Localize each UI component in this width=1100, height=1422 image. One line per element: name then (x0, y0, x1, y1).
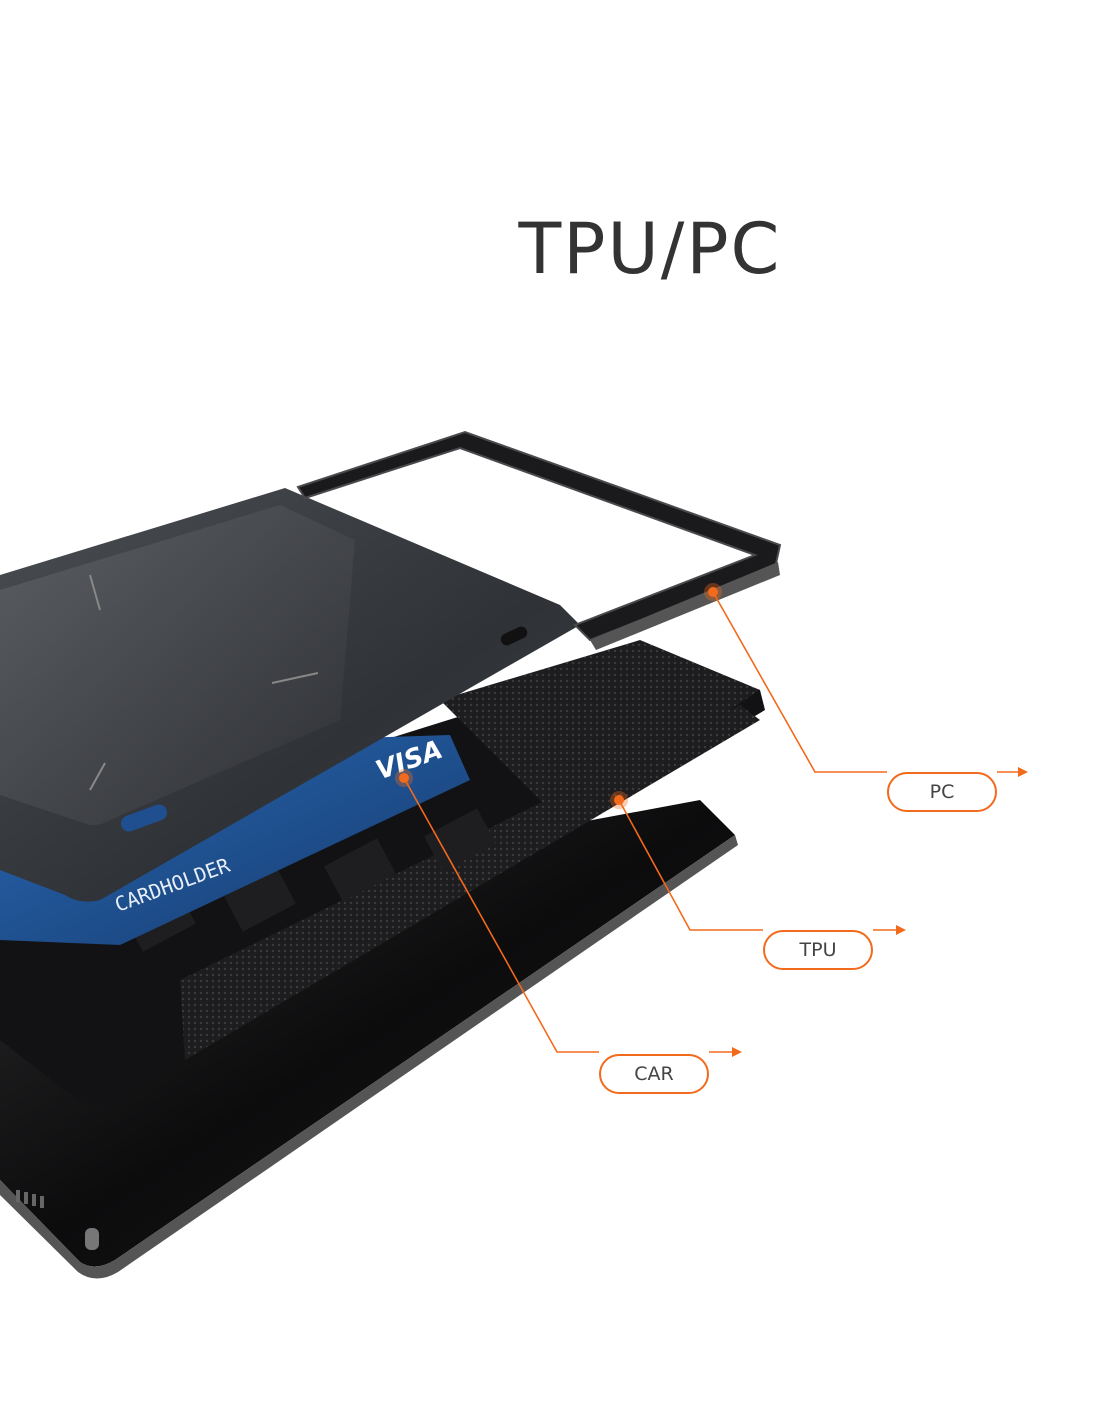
pc-back-case (0, 488, 580, 902)
hotspot-markers (395, 583, 722, 809)
callout-tpu: TPU (763, 930, 873, 970)
leader-lines (403, 591, 1018, 1053)
arrow-right-icon (732, 1047, 742, 1057)
card-slot-icon (120, 804, 168, 832)
camera-slot-icon (500, 626, 528, 646)
pc-frame (296, 430, 782, 650)
speaker-grille-icon (16, 1190, 44, 1208)
s-pen-slot-icon (85, 1228, 99, 1250)
arrow-icons (732, 767, 1028, 1057)
arrow-right-icon (896, 925, 906, 935)
callout-car: CAR (599, 1054, 709, 1094)
callout-pc: PC (887, 772, 997, 812)
page-title: TPU/PC (518, 208, 782, 290)
arrow-right-icon (1018, 767, 1028, 777)
